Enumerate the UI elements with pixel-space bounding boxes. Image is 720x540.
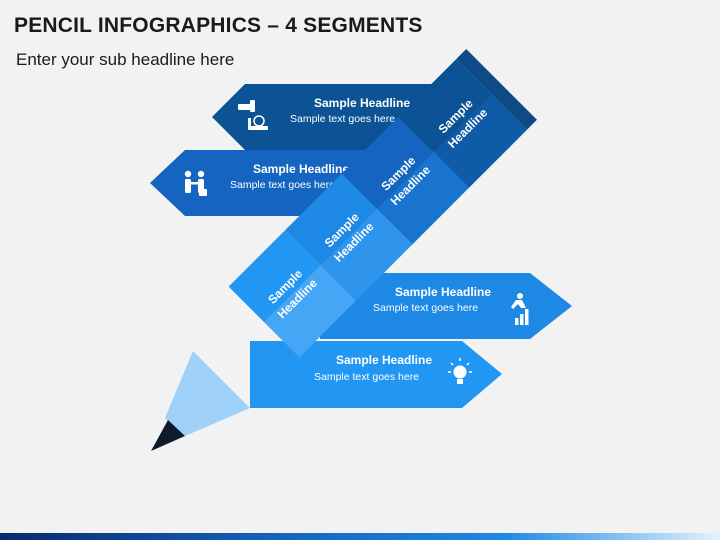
page-subtitle: Enter your sub headline here bbox=[16, 50, 235, 69]
pencil-segment-2 bbox=[341, 116, 470, 245]
handshake-icon bbox=[184, 170, 207, 196]
money-hand-icon bbox=[238, 100, 268, 130]
pencil-tip-lead bbox=[151, 420, 185, 451]
banner-3-headline: Sample Headline bbox=[395, 285, 491, 299]
banner-2-text: Sample text goes here bbox=[230, 179, 335, 191]
banner-4-shape bbox=[250, 341, 502, 408]
banner-4-headline: Sample Headline bbox=[336, 353, 432, 367]
footer-bar bbox=[0, 533, 720, 540]
banner-3-text: Sample text goes here bbox=[373, 302, 478, 314]
banner-3-shape bbox=[320, 273, 572, 339]
pencil-body: Sample Headline Sample Headline Sample H… bbox=[228, 49, 537, 358]
banner-4-text: Sample text goes here bbox=[314, 371, 419, 383]
banner-4: Sample Headline Sample text goes here bbox=[250, 341, 502, 408]
pencil-segment-1 bbox=[398, 58, 528, 188]
banner-3: Sample Headline Sample text goes here bbox=[320, 273, 572, 339]
pencil-segment-3 bbox=[285, 173, 413, 301]
career-stairs-icon bbox=[511, 293, 529, 325]
banner-2-headline: Sample Headline bbox=[253, 162, 349, 176]
lightbulb-icon bbox=[448, 358, 472, 384]
page-title: PENCIL INFOGRAPHICS – 4 SEGMENTS bbox=[14, 14, 423, 37]
banner-1-text: Sample text goes here. bbox=[290, 113, 398, 125]
pencil-tip-wood bbox=[165, 351, 250, 436]
banner-1-headline: Sample Headline bbox=[314, 96, 410, 110]
